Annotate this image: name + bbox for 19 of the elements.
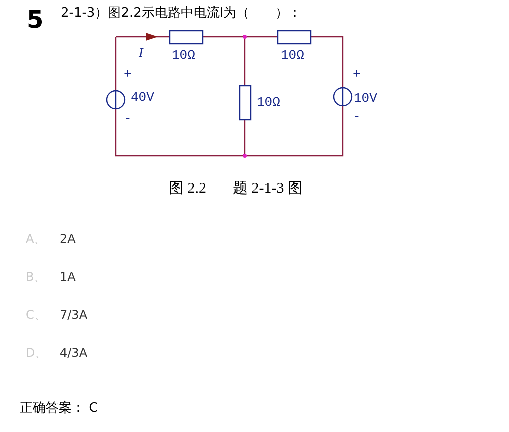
answer-text: 正确答案： C — [20, 402, 98, 415]
resistance-label: 10Ω — [172, 49, 196, 62]
polarity-label: - — [353, 110, 361, 123]
current-label: I — [139, 46, 144, 59]
polarity-label: + — [353, 68, 361, 81]
resistance-label: 10Ω — [257, 96, 280, 109]
voltage-label: 10V — [354, 92, 378, 105]
question-text: 2-1-3）图2.2示电路中电流I为（ ）： — [61, 5, 302, 23]
figure-caption: 图 2.2 — [169, 182, 206, 197]
resistance-label: 10Ω — [281, 49, 304, 62]
figure-caption: 题 2-1-3 图 — [233, 182, 303, 197]
question-number: 5 — [27, 8, 44, 32]
option-text: 1A — [60, 271, 76, 283]
polarity-label: + — [124, 68, 132, 81]
polarity-label: - — [124, 112, 132, 125]
option-text: 2A — [60, 233, 76, 245]
option-text: 4/3A — [60, 347, 88, 359]
option-text: 7/3A — [60, 309, 88, 321]
voltage-label: 40V — [131, 91, 154, 104]
